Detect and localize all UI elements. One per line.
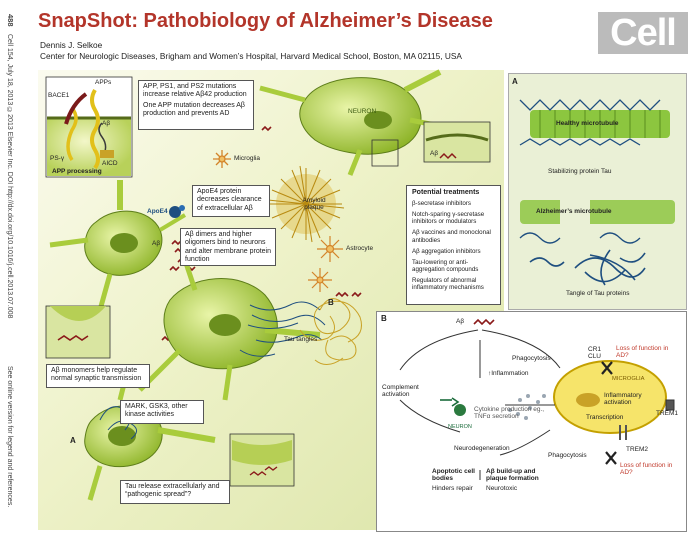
tangle-label: Tangle of Tau proteins [566,290,630,297]
label-apoe4: ApoE4 [147,208,168,215]
label-tau-tangles: Tau tangles [284,336,318,343]
mutation-note-line2: One APP mutation decreases Aβ production… [143,101,245,118]
trem1-marker [665,399,675,411]
pb-transcription: Transcription [586,414,624,421]
treatment-item: Regulators of abnormal inflammatory mech… [412,277,484,292]
apoe4-note: ApoE4 protein decreases clearance of ext… [192,185,270,217]
treatment-item: Notch-sparing γ-secretase inhibitors or … [412,211,485,226]
treatment-item: Aβ vaccines and monoclonal antibodies [412,229,491,244]
dimers-note: Aβ dimers and higher oligomers bind to n… [180,228,276,266]
pb-inflam-activation: Inflammatory activation [604,392,642,406]
pb-phagocytosis-bottom: Phagocytosis [548,452,587,459]
online-note: See online version for legend and refere… [6,366,13,508]
pb-trem2: TREM2 [626,446,649,453]
tau-release-note: Tau release extracellularly and “pathoge… [120,480,230,504]
cross-marks [601,361,617,465]
author-affiliation: Center for Neurologic Diseases, Brigham … [40,51,462,61]
apoe4-particle [169,205,185,218]
pb-phagocytosis-top: Phagocytosis [512,355,551,362]
pb-loss-top: Loss of function in AD? [616,345,669,359]
pb-neurotoxic: Neurotoxic [486,485,518,492]
potential-treatments-box: Potential treatments β-secretase inhibit… [406,185,501,305]
page-number: 488 [6,14,15,27]
label-ps-gamma: PS-γ [50,155,65,162]
label-abeta-inset: Aβ [102,120,111,127]
mutation-note-line1: APP, PS1, and PS2 mutations increase rel… [143,83,247,99]
marker-b: B [328,298,334,307]
pb-apoptotic: Apoptotic cell bodies [432,468,475,482]
mutation-note: APP, PS1, and PS2 mutations increase rel… [138,80,254,130]
label-abeta-main: Aβ [152,240,161,247]
healthy-microtubule-label: Healthy microtubule [556,120,619,127]
microtubule-art [519,99,675,286]
monomers-note: Aβ monomers help regulate normal synapti… [46,364,150,388]
journal-logo: Cell [598,12,688,54]
treatment-item: Aβ aggregation inhibitors [412,247,481,255]
citation-line: Cell 154, July 18, 2013 ©2013 Elsevier I… [6,34,13,319]
label-microglia: Microglia [234,155,261,162]
label-bace1: BACE1 [48,92,70,99]
treatment-item: Tau-lowering or anti-aggregation compoun… [412,258,479,273]
alzheimers-microtubule-label: Alzheimer’s microtubule [536,208,612,215]
astrocytes [308,236,343,292]
marker-a: A [70,436,76,445]
zoom-inset-left [45,305,111,359]
pb-neuron: NEURON [448,424,472,430]
app-processing-caption: APP processing [52,168,102,175]
author-name: Dennis J. Selkoe [40,40,103,50]
pb-microglia: MICROGLIA [612,376,645,382]
pb-loss-bottom: Loss of function in AD? [620,462,673,476]
pb-hinders: Hinders repair [432,485,473,492]
amyloid-plaque [267,165,345,243]
pb-trem1: TREM1 [656,410,679,417]
pb-abeta: Aβ [456,318,465,325]
panel-b-letter: B [381,314,387,323]
pb-cytokine: Cytokine production eg., TNFα secretion [474,406,545,420]
left-neuron [49,180,187,311]
app-processing-inset [45,76,133,178]
pb-buildup: Aβ build-up and plaque formation [486,468,539,482]
treatments-title: Potential treatments [412,189,480,196]
pb-inflammation: ↑Inflammation [488,370,529,377]
label-astrocyte: Astrocyte [346,245,374,252]
pb-cr1clu: CR1 CLU [588,346,602,361]
treatment-item: β-secretase inhibitors [412,200,471,208]
zoom-box-neuron [371,121,491,167]
label-amyloid-plaque: Amyloid plaque [302,197,326,211]
kinase-note: MARK, GSK3, other kinase activities [120,400,204,424]
page-title: SnapShot: Pathobiology of Alzheimer’s Di… [38,10,493,32]
stabilizing-tau-label: Stabilizing protein Tau [548,168,612,175]
label-aicd: AICD [102,160,118,167]
panel-b-diagram [399,318,675,480]
microglia-cell [213,150,231,168]
pb-neurodegeneration: Neurodegeneration [454,445,510,452]
tau-tangle-mass [299,298,362,365]
central-neuron [138,259,326,401]
upper-neuron [259,69,461,176]
label-appps: APPs [95,79,112,86]
pb-complement: Complement activation [382,384,419,398]
label-neuron: NEURON [348,108,377,115]
label-abeta-neuron: Aβ [430,150,439,157]
panel-a-letter: A [512,77,518,86]
zoom-inset-right [229,433,295,487]
